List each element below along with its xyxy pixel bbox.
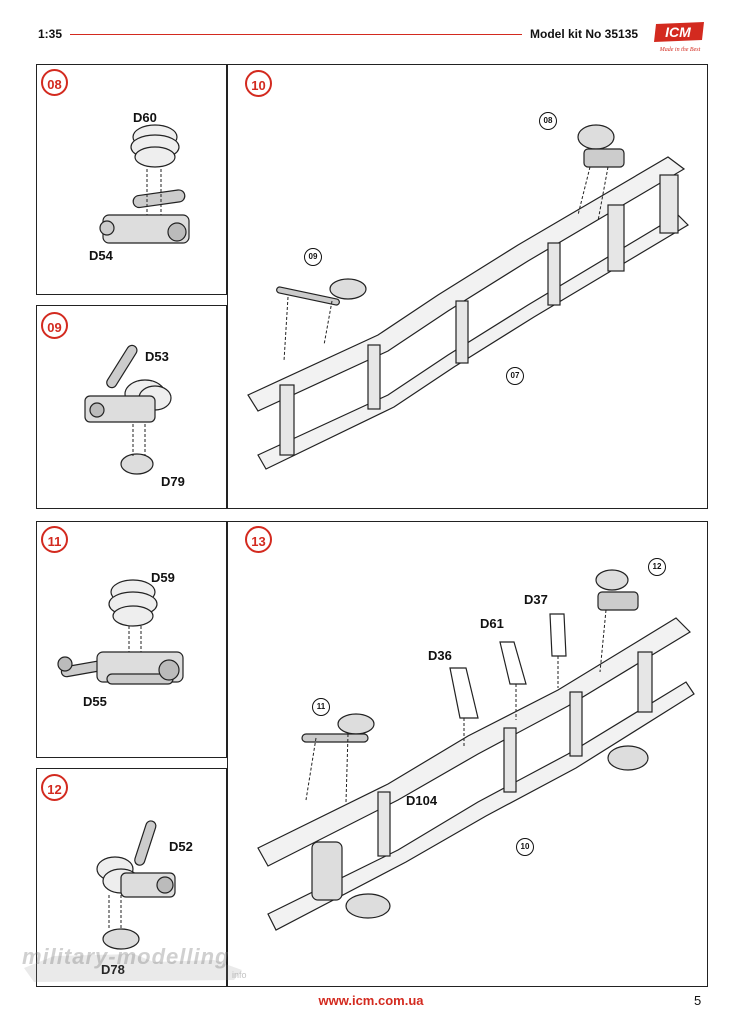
step-10-badge: 10 — [245, 70, 272, 97]
ref-step-08: 08 — [539, 112, 557, 130]
watermark-text: military-modelling — [22, 944, 230, 969]
step-09-panel: 09 D53 D79 — [36, 305, 227, 509]
header-rule — [70, 34, 522, 35]
part-label-d36: D36 — [428, 648, 452, 663]
part-label-d53: D53 — [145, 349, 169, 364]
step-12-illustration — [96, 820, 176, 950]
part-label-d104: D104 — [406, 793, 438, 808]
step-10-illustration — [247, 124, 689, 470]
step-08-panel: 08 D60 D54 — [36, 64, 227, 295]
step-08-illustration — [99, 124, 190, 244]
ref-step-07: 07 — [506, 367, 524, 385]
footer-url-link[interactable]: www.icm.com.ua — [318, 993, 424, 1008]
icm-logo-brand: ICM — [665, 24, 691, 40]
step-09-illustration — [84, 344, 172, 475]
part-label-d78: D78 — [101, 962, 125, 977]
page-number: 5 — [694, 993, 702, 1008]
step-08-badge: 08 — [41, 69, 68, 96]
watermark-suffix: info — [232, 970, 247, 980]
part-label-d60: D60 — [133, 110, 157, 125]
step-12-panel: 12 D52 D78 — [36, 768, 227, 987]
step-09-badge: 09 — [41, 312, 68, 339]
part-label-d52: D52 — [169, 839, 193, 854]
ref-step-12: 12 — [648, 558, 666, 576]
part-label-d61: D61 — [480, 616, 504, 631]
step-12-badge: 12 — [41, 774, 68, 801]
ref-step-09: 09 — [304, 248, 322, 266]
step-13-illustration — [257, 569, 695, 931]
part-label-d37: D37 — [524, 592, 548, 607]
part-label-d79: D79 — [161, 474, 185, 489]
part-label-d54: D54 — [89, 248, 113, 263]
icm-logo-tagline: Made in the Best — [659, 47, 701, 53]
part-label-d59: D59 — [151, 570, 175, 585]
scale-label: 1:35 — [38, 27, 63, 41]
step-10-panel: 10 08 09 07 — [227, 64, 708, 509]
ref-step-11: 11 — [312, 698, 330, 716]
ref-step-10: 10 — [516, 838, 534, 856]
icm-logo: ICM Made in the Best — [654, 22, 704, 53]
step-13-panel: 13 D36 D61 D37 D104 12 11 10 — [227, 521, 708, 987]
step-11-illustration — [57, 579, 184, 685]
step-11-badge: 11 — [41, 526, 68, 553]
kit-number: Model kit No 35135 — [530, 27, 639, 41]
step-11-panel: 11 D59 D55 — [36, 521, 227, 758]
step-13-badge: 13 — [245, 526, 272, 553]
watermark-tank-icon — [24, 954, 242, 982]
part-label-d55: D55 — [83, 694, 107, 709]
